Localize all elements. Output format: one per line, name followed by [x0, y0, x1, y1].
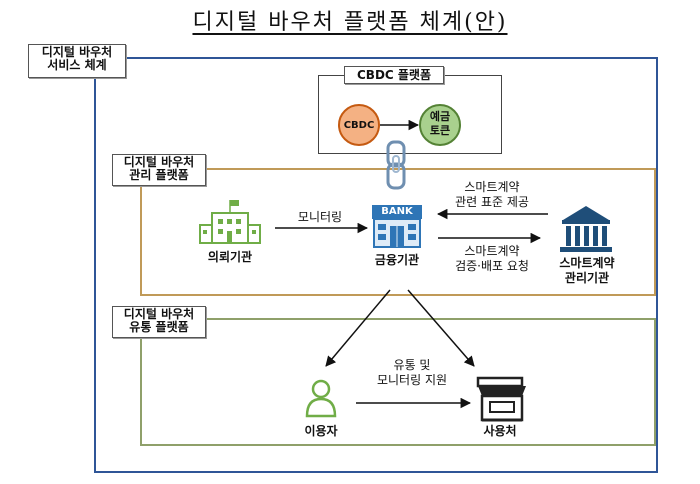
user-icon — [305, 379, 337, 418]
service-system-label: 디지털 바우처 서비스 체계 — [28, 44, 126, 78]
smart-contract-authority-icon — [560, 206, 612, 252]
public-institution-label: 의뢰기관 — [207, 250, 253, 264]
distribution-platform-label: 디지털 바우처 유통 플랫폼 — [112, 306, 206, 338]
management-platform-label: 디지털 바우처 관리 플랫폼 — [112, 154, 206, 186]
bank-to-user-arrow — [325, 289, 391, 367]
cbdc-node-label: CBDC — [343, 120, 375, 131]
smart-contract-standard-label: 스마트계약 관련 표준 제공 — [455, 180, 529, 209]
distribution-platform-frame — [140, 318, 656, 446]
merchant-label: 사용처 — [483, 424, 517, 438]
merchant-store-icon — [476, 376, 526, 422]
deposit-token-node — [419, 104, 461, 146]
smart-contract-request-label: 스마트계약 검증·배포 요청 — [455, 244, 529, 273]
page-title: 디지털 바우처 플랫폼 체계(안) — [192, 10, 508, 35]
service-system-frame — [94, 57, 658, 473]
distribution-support-label: 유통 및 모니터링 지원 — [376, 358, 448, 387]
cbdc-platform-label: CBDC 플랫폼 — [344, 66, 444, 84]
public-institution-icon — [199, 200, 261, 244]
bank-sign: BANK — [381, 206, 413, 217]
smart-contract-authority-label: 스마트계약 관리기관 — [559, 256, 615, 285]
cbdc-node — [338, 104, 380, 146]
chain-link-icon — [386, 140, 406, 190]
bank-icon — [372, 205, 422, 248]
bank-to-merchant-arrow — [407, 289, 475, 367]
monitoring-label: 모니터링 — [297, 210, 343, 224]
user-label: 이용자 — [304, 424, 338, 438]
financial-institution-label: 금융기관 — [374, 253, 420, 267]
deposit-token-label: 예금 토큰 — [429, 110, 451, 137]
